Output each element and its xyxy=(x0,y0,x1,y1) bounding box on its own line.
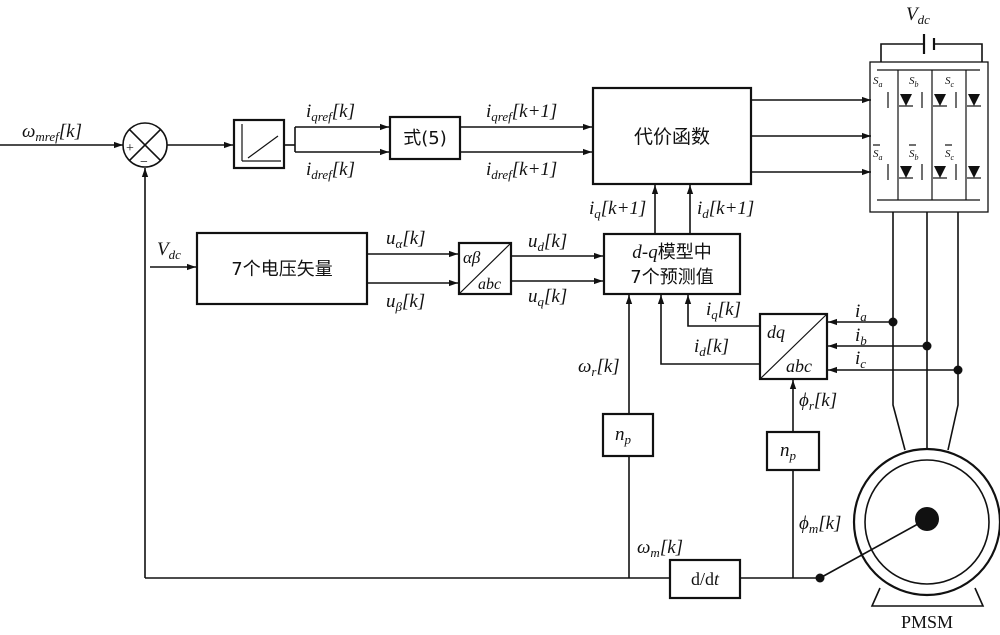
switch-sb: Sb xyxy=(909,75,947,108)
np-right-block: np xyxy=(765,430,821,472)
vdc-label: Vdc xyxy=(906,4,930,27)
eq5-label: 式(5) xyxy=(403,128,447,149)
alphabeta-abc-block: αβ abc xyxy=(457,241,513,296)
inverter-frame xyxy=(869,61,989,213)
motor-outer xyxy=(852,447,1000,597)
dc-bus-right xyxy=(934,43,983,62)
vdc-input-label: Vdc xyxy=(157,239,181,262)
np-left-block: np xyxy=(601,412,655,458)
sb-label: Sb xyxy=(909,75,919,89)
id-k-label: id[k] xyxy=(694,336,729,359)
iqref-k-label: iqref[k] xyxy=(306,101,355,124)
iq-k-label: iq[k] xyxy=(706,299,741,322)
pmsm-label: PMSM xyxy=(901,612,953,632)
omega-mref-label: ωmref[k] xyxy=(22,121,82,144)
sa-bar-label: Sa xyxy=(873,148,883,162)
alphabeta-bottom-label: abc xyxy=(478,276,501,293)
sc-bar-diode xyxy=(968,166,980,178)
prediction-block: d-q模型中 7个预测值 xyxy=(602,232,742,296)
switch-sc-bar: Sc xyxy=(945,144,981,180)
prediction-line2: 7个预测值 xyxy=(630,267,713,288)
prediction-rect xyxy=(602,232,742,296)
iq-k1-label: iq[k+1] xyxy=(589,198,646,221)
ubeta-label: uβ[k] xyxy=(386,291,425,314)
sc-label: Sc xyxy=(945,75,955,89)
motor-shaft xyxy=(915,507,939,531)
sum-minus: − xyxy=(140,155,148,170)
sum-plus: + xyxy=(126,141,134,156)
np-right-label: np xyxy=(780,440,797,463)
ia-label: ia xyxy=(855,301,867,324)
voltage-vectors-block: 7个电压矢量 xyxy=(195,231,369,306)
cost-function-block: 代价函数 xyxy=(591,86,753,186)
phi-m-label: ϕm[k] xyxy=(799,513,841,536)
idref-k1-label: idref[k+1] xyxy=(486,159,557,182)
switch-sa: Sa xyxy=(873,75,913,108)
sc-diode xyxy=(968,94,980,106)
phi-r-label: ϕr[k] xyxy=(799,390,837,413)
ramp-line xyxy=(247,135,279,159)
ualpha-label: uα[k] xyxy=(386,228,426,251)
alphabeta-top-label: αβ xyxy=(463,248,481,267)
motor-inner xyxy=(864,459,990,585)
sa-label: Sa xyxy=(873,75,883,89)
ib-label: ib xyxy=(855,325,867,348)
phase-c-wire xyxy=(947,212,959,451)
ddt-block: d/dt xyxy=(668,558,742,600)
motor-base xyxy=(870,587,985,607)
dq-top-label: dq xyxy=(767,322,785,342)
ud-label: ud[k] xyxy=(528,231,567,254)
sc-bar-label: Sc xyxy=(945,148,955,162)
sb-diode xyxy=(934,94,946,106)
speed-controller-block xyxy=(232,118,286,170)
dq-abc-block: dq abc xyxy=(758,312,829,381)
sum-cross-2 xyxy=(128,128,162,162)
sb-bar-diode xyxy=(934,166,946,178)
idref-k-label: idref[k] xyxy=(306,159,355,182)
phase-a-wire xyxy=(892,212,906,451)
id-feedback-arrow xyxy=(657,295,760,365)
iqref-k1-label: iqref[k+1] xyxy=(486,101,557,124)
np-left-rect xyxy=(601,412,655,458)
cost-function-rect xyxy=(591,86,753,186)
sa-bar-diode xyxy=(900,166,912,178)
pmsm-motor: PMSM xyxy=(852,447,1000,632)
cost-function-label: 代价函数 xyxy=(634,126,710,148)
prediction-line1: d-q模型中 xyxy=(632,242,712,263)
sa-diode xyxy=(900,94,912,106)
omega-m-label: ωm[k] xyxy=(637,537,683,560)
switch-sa-bar: Sa xyxy=(873,144,913,180)
alphabeta-diagonal xyxy=(458,242,512,295)
inverter: Vdc Sa Sb Sc xyxy=(869,4,989,213)
voltage-vectors-rect xyxy=(195,231,369,306)
eq5-block: 式(5) xyxy=(388,115,462,161)
switch-sb-bar: Sb xyxy=(909,144,947,180)
uq-label: uq[k] xyxy=(528,286,567,309)
eq5-rect xyxy=(388,115,462,161)
omega-r-label: ωr[k] xyxy=(578,356,620,379)
switch-sc: Sc xyxy=(945,75,981,108)
ddt-label: d/dt xyxy=(691,569,720,589)
summing-junction: + − xyxy=(122,122,168,170)
dq-bottom-label: abc xyxy=(786,356,812,376)
sb-bar-label: Sb xyxy=(909,148,919,162)
iq-feedback-arrow xyxy=(684,295,760,327)
ic-label: ic xyxy=(855,348,866,371)
speed-reference-input: ωmref[k] xyxy=(0,121,123,149)
encoder-shaft xyxy=(819,518,928,579)
voltage-vectors-label: 7个电压矢量 xyxy=(231,259,332,280)
id-k1-label: id[k+1] xyxy=(697,198,754,221)
dq-diagonal xyxy=(759,313,828,380)
np-left-label: np xyxy=(615,424,632,447)
ddt-rect xyxy=(668,558,742,600)
dc-bus-left xyxy=(880,43,924,62)
